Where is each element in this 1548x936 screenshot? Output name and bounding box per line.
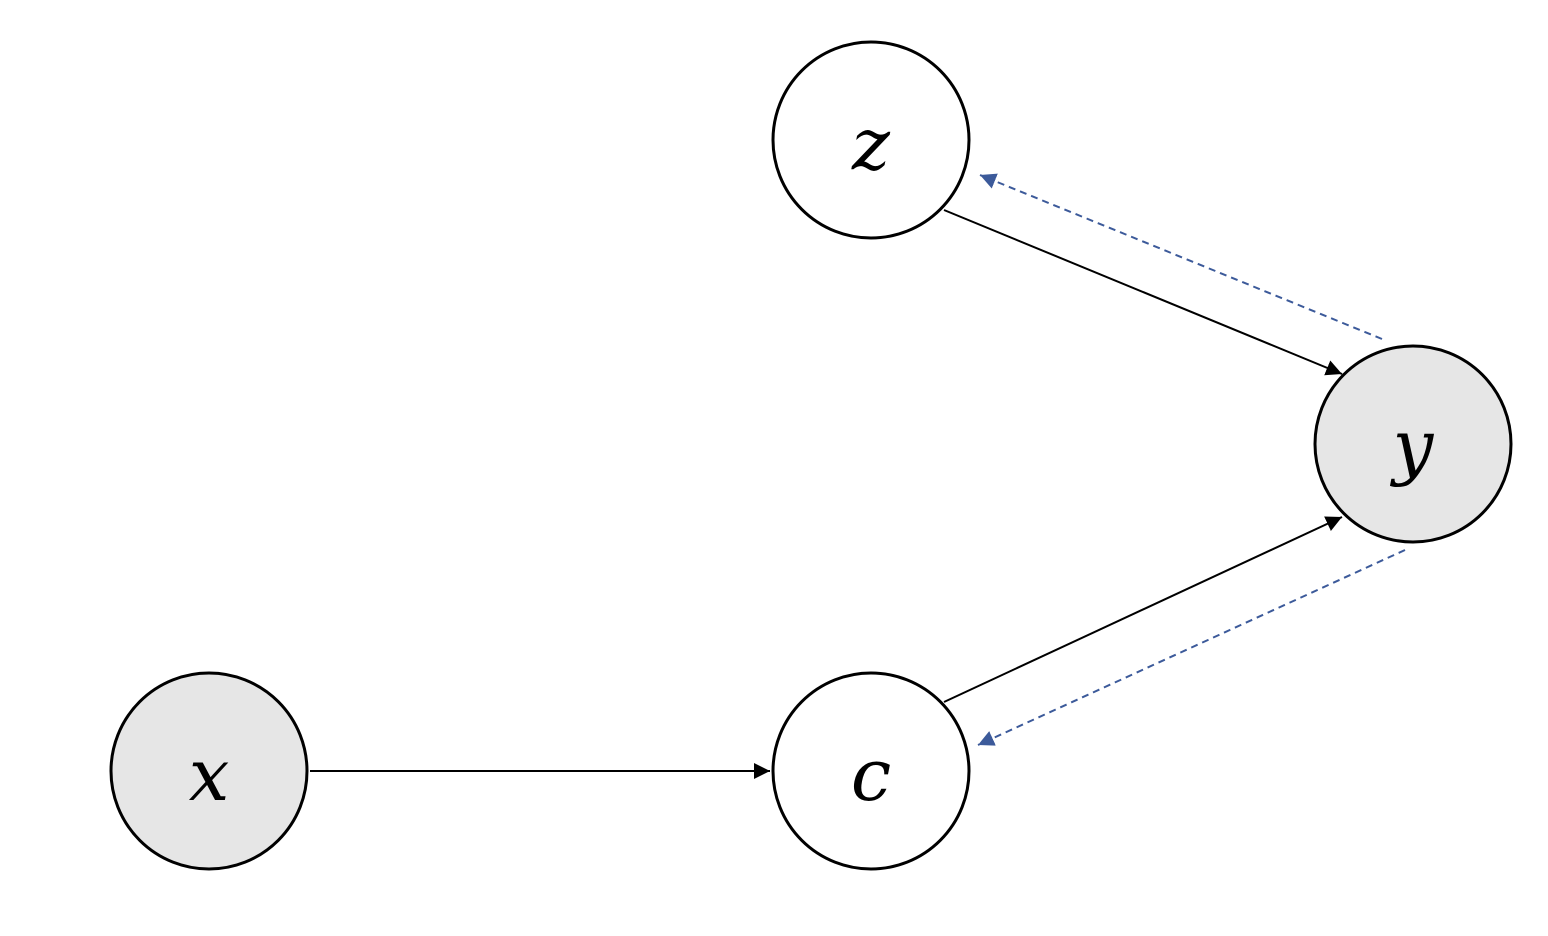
edges (310, 173, 1406, 779)
node-z-label: z (851, 102, 891, 186)
node-x: x (109, 671, 309, 871)
edge-z-to-y (943, 209, 1343, 376)
node-y-circle (1313, 344, 1513, 544)
node-c-circle (771, 671, 971, 871)
edge-y-to-c-dashed (977, 549, 1406, 746)
node-x-label: x (189, 733, 230, 817)
node-c-label: c (851, 733, 891, 817)
node-c: c (771, 671, 971, 871)
node-x-circle (109, 671, 309, 871)
node-z: z (771, 40, 971, 240)
node-z-circle (771, 40, 971, 240)
edge-y-to-z-dashed (979, 173, 1383, 340)
edge-c-to-y (943, 516, 1343, 703)
node-y: y (1313, 344, 1513, 544)
node-y-label: y (1390, 404, 1435, 488)
